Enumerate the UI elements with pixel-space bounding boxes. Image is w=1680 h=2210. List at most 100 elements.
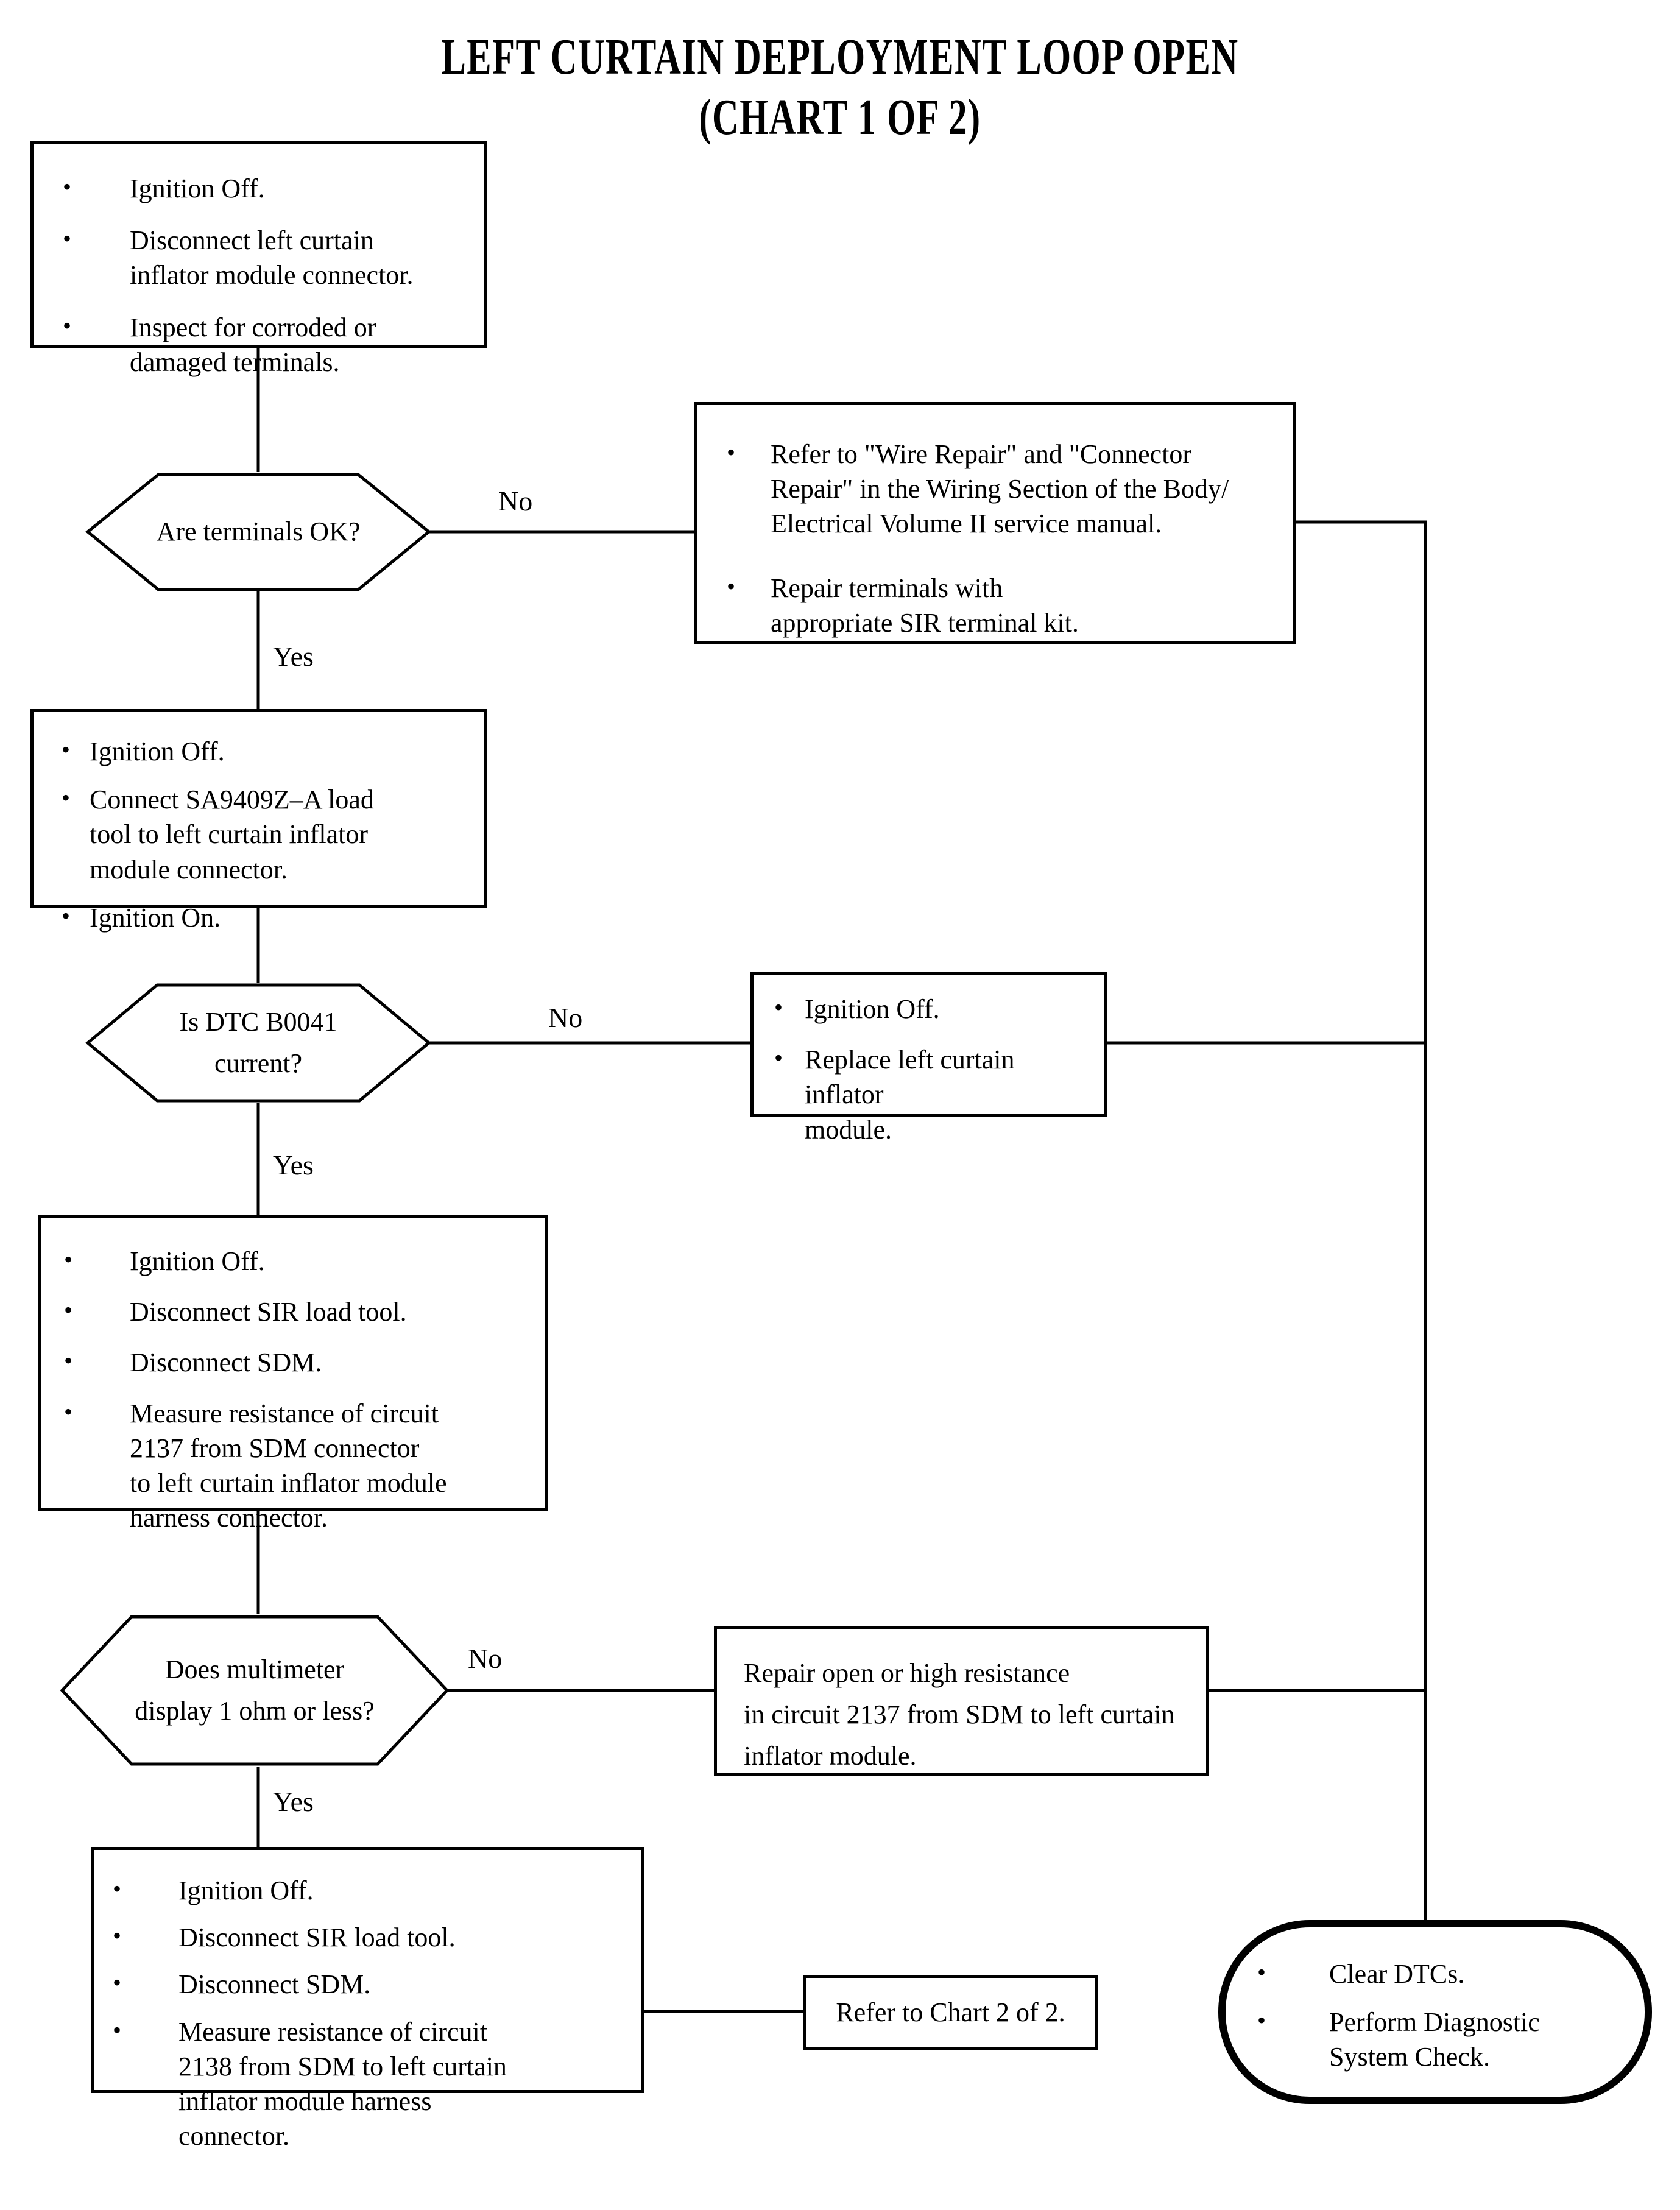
step1-bullet-1: Ignition Off.: [130, 174, 265, 203]
node-step4[interactable]: • Ignition Off. • Disconnect SIR load to…: [91, 1847, 644, 2151]
bullet-dot-icon: •: [64, 1246, 73, 1273]
node-step3[interactable]: • Ignition Off. • Disconnect SIR load to…: [38, 1215, 548, 1533]
list-item: • Ignition Off.: [62, 734, 464, 769]
bullet-dot-icon: •: [64, 1296, 73, 1324]
node-step1[interactable]: • Ignition Off. • Disconnect left curtai…: [30, 141, 487, 377]
bullet-dot-icon: •: [113, 1875, 122, 1902]
step3-bullet-1: Ignition Off.: [130, 1246, 265, 1276]
bullet-dot-icon: •: [727, 572, 736, 600]
node-decision3[interactable]: Does multimeter display 1 ohm or less?: [60, 1614, 450, 1767]
repair-2137-line-1: Repair open or high resistance: [744, 1658, 1070, 1688]
bullet-dot-icon: •: [113, 1922, 122, 1950]
list-item: • Ignition On.: [62, 900, 464, 935]
list-item: • Disconnect SIR load tool.: [64, 1294, 527, 1329]
terminator-bullet-1: Clear DTCs.: [1329, 1959, 1465, 1989]
node-decision1[interactable]: Are terminals OK?: [85, 472, 431, 592]
step2-bullet-3: Ignition On.: [90, 902, 221, 933]
chart-title: LEFT CURTAIN DEPLOYMENT LOOP OPEN (CHART…: [235, 27, 1445, 147]
decision1-line-1: Are terminals OK?: [156, 517, 361, 547]
step4-bullet-2: Disconnect SIR load tool.: [178, 1922, 456, 1953]
bullet-dot-icon: •: [774, 994, 783, 1021]
decision3-line-1: Does multimeter: [164, 1654, 345, 1684]
decision2-no-label: No: [548, 1002, 583, 1033]
list-item: • Ignition Off.: [774, 992, 1097, 1026]
step2-bullet-list: • Ignition Off. • Connect SA9409Z–A load…: [62, 734, 464, 935]
replace-module-bullet-1: Ignition Off.: [805, 994, 940, 1024]
chart-title-line-2: (CHART 1 OF 2): [699, 89, 981, 146]
bullet-dot-icon: •: [62, 784, 71, 812]
bullet-dot-icon: •: [62, 902, 71, 930]
bullet-dot-icon: •: [63, 311, 72, 339]
list-item: • Disconnect SDM.: [113, 1967, 612, 2002]
node-replace-module[interactable]: • Ignition Off. • Replace left curtain i…: [750, 972, 1107, 1145]
replace-module-bullet-list: • Ignition Off. • Replace left curtain i…: [774, 992, 1097, 1147]
decision1-no-label: No: [498, 485, 533, 517]
bullet-dot-icon: •: [62, 736, 71, 763]
list-item: • Ignition Off.: [113, 1873, 612, 1908]
list-item: • Clear DTCs.: [1257, 1957, 1623, 1991]
decision2-yes-label: Yes: [273, 1149, 314, 1181]
repair-2137-line-3: inflator module.: [744, 1741, 917, 1771]
decision2-line-2: current?: [214, 1048, 303, 1078]
step4-bullet-list: • Ignition Off. • Disconnect SIR load to…: [113, 1873, 612, 2153]
step3-bullet-list: • Ignition Off. • Disconnect SIR load to…: [64, 1244, 527, 1535]
decision3-text: Does multimeter display 1 ohm or less?: [60, 1614, 450, 1767]
decision2-line-1: Is DTC B0041: [179, 1006, 337, 1037]
bullet-dot-icon: •: [64, 1347, 73, 1375]
repair-2137-line-2: in circuit 2137 from SDM to left curtain: [744, 1700, 1175, 1730]
bullet-dot-icon: •: [63, 225, 72, 253]
list-item: • Ignition Off.: [64, 1244, 527, 1279]
node-repair-2137[interactable]: Repair open or high resistance in circui…: [714, 1626, 1209, 1776]
step3-bullet-3: Disconnect SDM.: [130, 1347, 322, 1378]
decision1-text: Are terminals OK?: [85, 472, 431, 592]
list-item: • Disconnect SDM.: [64, 1345, 527, 1380]
bullet-dot-icon: •: [63, 173, 72, 200]
hexagon-shape: [60, 1615, 450, 1766]
chart2-reference-text: Refer to Chart 2 of 2.: [806, 1978, 1095, 2047]
repair-2137-text: Repair open or high resistance in circui…: [744, 1653, 1175, 1778]
node-decision2[interactable]: Is DTC B0041 current?: [85, 983, 431, 1103]
step2-bullet-1: Ignition Off.: [90, 736, 225, 766]
step4-bullet-3: Disconnect SDM.: [178, 1969, 371, 2000]
decision3-yes-label: Yes: [273, 1786, 314, 1817]
decision1-yes-label: Yes: [273, 641, 314, 672]
bullet-dot-icon: •: [64, 1397, 73, 1425]
list-item: • Ignition Off.: [63, 171, 465, 206]
list-item: • Disconnect SIR load tool.: [113, 1920, 612, 1955]
step1-bullet-list: • Ignition Off. • Disconnect left curtai…: [63, 171, 465, 380]
node-chart2-reference[interactable]: Refer to Chart 2 of 2.: [803, 1975, 1098, 2050]
decision3-line-2: display 1 ohm or less?: [135, 1696, 375, 1726]
decision2-text: Is DTC B0041 current?: [85, 983, 431, 1103]
bullet-dot-icon: •: [1257, 2007, 1266, 2035]
wire-right-bus: [1296, 520, 1427, 1922]
node-step2[interactable]: • Ignition Off. • Connect SA9409Z–A load…: [30, 709, 487, 933]
bullet-dot-icon: •: [774, 1044, 783, 1072]
hexagon-shape: [85, 473, 431, 591]
chart-title-line-1: LEFT CURTAIN DEPLOYMENT LOOP OPEN: [441, 29, 1239, 85]
bullet-dot-icon: •: [113, 1969, 122, 1997]
bullet-dot-icon: •: [727, 439, 736, 466]
decision3-no-label: No: [468, 1643, 503, 1674]
